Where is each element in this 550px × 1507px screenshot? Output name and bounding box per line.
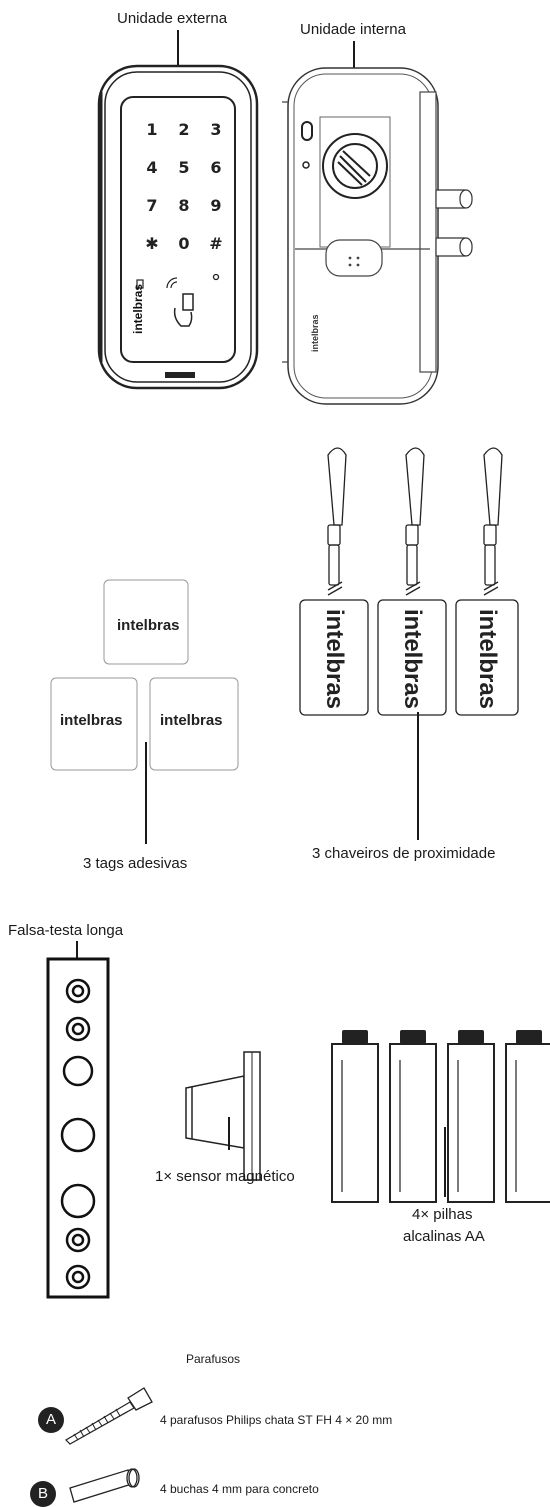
internal-unit-pointer	[353, 41, 355, 69]
tag-brand-1: intelbras	[117, 617, 180, 634]
keypad-key: 0	[178, 234, 190, 253]
screw-illustration	[65, 1387, 153, 1445]
screws-title: Parafusos	[186, 1352, 241, 1366]
keypad-key: 4	[146, 158, 158, 177]
keypad-key: 3	[210, 120, 222, 139]
keyfob-brand-3: intelbras	[474, 609, 501, 710]
keyfobs-pointer	[417, 712, 419, 840]
keypad-key: 6	[210, 158, 222, 177]
tags-pointer	[145, 742, 147, 844]
keypad-key: 7	[146, 196, 158, 215]
keypad-key: 5	[178, 158, 190, 177]
batteries-pointer	[444, 1127, 446, 1197]
item-b-label: 4 buchas 4 mm para concreto	[160, 1482, 319, 1496]
external-unit-illustration: intelbras	[97, 64, 259, 390]
item-a-label: 4 parafusos Philips chata ST FH 4 × 20 m…	[160, 1413, 393, 1427]
external-unit-label: Unidade externa	[117, 10, 228, 27]
keypad-key: ✱	[145, 234, 159, 253]
keyfob-brand-1: intelbras	[321, 609, 348, 710]
batteries-label-line2: alcalinas AA	[403, 1228, 485, 1245]
tags-label: 3 tags adesivas	[83, 855, 188, 872]
sensor-pointer	[228, 1117, 230, 1150]
badge-a: A	[38, 1407, 64, 1433]
keypad-key: 9	[210, 196, 222, 215]
internal-unit-brand: intelbras	[310, 314, 320, 352]
tag-brand-3: intelbras	[160, 712, 223, 729]
anchor-illustration	[69, 1468, 140, 1503]
internal-unit-illustration: intelbras	[282, 67, 473, 405]
keypad-key: 2	[178, 120, 190, 139]
batteries-label-line1: 4× pilhas	[412, 1206, 473, 1223]
internal-unit-label: Unidade interna	[300, 21, 406, 38]
batteries-illustration	[331, 1030, 550, 1203]
keyfob-brand-2: intelbras	[399, 609, 426, 710]
strike-plate-label: Falsa-testa longa	[8, 922, 124, 939]
tag-brand-2: intelbras	[60, 712, 123, 729]
keyfobs	[299, 447, 519, 716]
keypad-key: #	[209, 234, 223, 253]
adhesive-tags	[50, 579, 239, 771]
strike-plate-pointer	[76, 941, 78, 959]
external-unit-brand: intelbras	[131, 284, 145, 334]
keypad-key: 8	[178, 196, 190, 215]
keypad: 1 2 3 4 5 6 7 8 9 ✱ 0 #	[136, 120, 226, 253]
external-unit-pointer	[177, 30, 179, 68]
keypad-key: 1	[146, 120, 158, 139]
strike-plate-illustration	[46, 957, 110, 1299]
keyfobs-label: 3 chaveiros de proximidade	[312, 845, 496, 862]
badge-b: B	[30, 1481, 56, 1507]
sensor-label: 1× sensor magnético	[155, 1168, 295, 1185]
